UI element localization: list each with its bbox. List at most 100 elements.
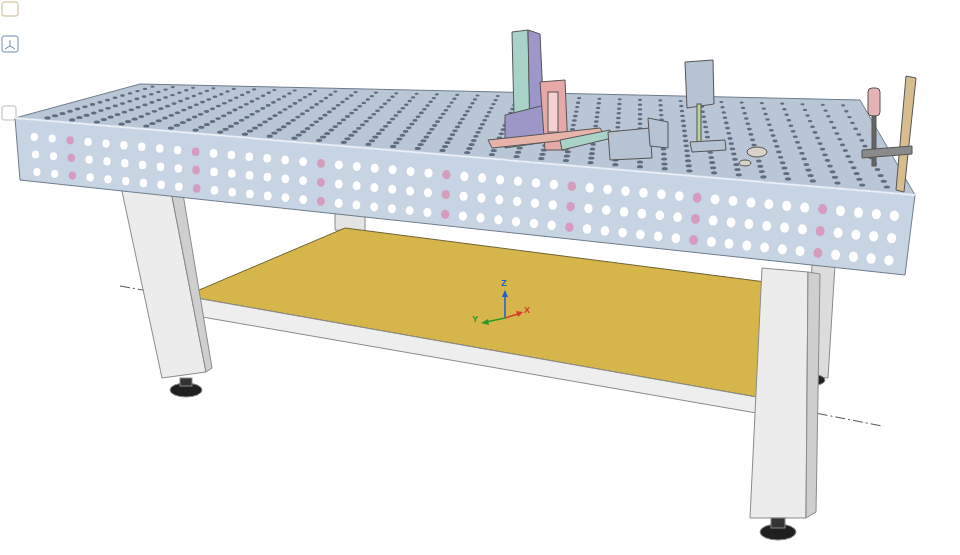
hole — [290, 119, 296, 122]
hole — [261, 95, 265, 97]
hole — [594, 120, 599, 123]
hole — [800, 103, 804, 105]
hole — [335, 160, 343, 169]
hole — [360, 123, 366, 126]
hole — [282, 193, 290, 202]
hole — [394, 92, 398, 94]
hole — [317, 159, 325, 168]
hole — [756, 160, 762, 163]
hole — [686, 169, 692, 172]
hole — [228, 188, 236, 197]
hole — [354, 91, 358, 93]
hole — [595, 111, 600, 113]
hole — [67, 110, 73, 113]
hole — [51, 170, 58, 178]
hole — [659, 109, 663, 111]
hole — [847, 116, 851, 118]
hole — [177, 92, 181, 94]
hole — [711, 171, 717, 174]
hole — [724, 122, 729, 125]
hole — [549, 200, 557, 210]
hole — [805, 114, 809, 116]
hole — [590, 148, 596, 151]
hole — [767, 124, 772, 127]
hole — [493, 99, 497, 101]
hole — [314, 120, 320, 123]
hole — [723, 117, 728, 119]
hole — [843, 149, 848, 152]
hole — [867, 253, 876, 263]
hole — [142, 95, 147, 98]
hole — [260, 107, 265, 110]
hole — [601, 226, 610, 236]
hole — [250, 100, 255, 103]
hole — [316, 139, 322, 142]
hole — [428, 101, 432, 103]
hole — [489, 153, 495, 156]
hole — [239, 119, 245, 122]
hole — [227, 112, 232, 115]
hole — [466, 147, 472, 150]
hole — [348, 134, 354, 137]
hole — [420, 139, 426, 142]
hole — [242, 133, 248, 136]
hole — [441, 113, 446, 116]
hole — [105, 107, 111, 110]
hole — [825, 159, 831, 162]
hole — [460, 118, 465, 121]
hole — [856, 133, 861, 136]
hole — [808, 120, 813, 122]
hole — [760, 102, 764, 104]
hole — [200, 101, 205, 104]
hole — [751, 144, 756, 147]
hole — [412, 119, 417, 122]
hole — [684, 149, 690, 152]
hole — [120, 141, 127, 149]
hole — [403, 130, 409, 133]
hole — [204, 123, 210, 126]
hole — [638, 122, 643, 125]
hole — [240, 94, 244, 96]
hole — [442, 170, 450, 179]
hole — [264, 173, 272, 182]
hole — [69, 172, 76, 180]
hole — [442, 145, 448, 148]
hole — [386, 121, 391, 124]
hole — [805, 168, 811, 171]
hole — [702, 116, 707, 118]
hole — [216, 105, 221, 108]
hole — [271, 101, 276, 104]
hole — [465, 110, 470, 113]
hole — [709, 216, 718, 226]
hole — [780, 223, 789, 233]
hole — [210, 149, 218, 158]
hole — [228, 125, 234, 128]
toolbar-icons — [2, 2, 18, 120]
hole — [801, 158, 807, 161]
hole — [272, 89, 276, 91]
hole — [163, 88, 167, 90]
hole — [638, 108, 642, 110]
hole — [158, 107, 163, 110]
hole — [854, 172, 860, 175]
hole — [491, 149, 497, 152]
hole — [423, 135, 429, 138]
hole — [662, 167, 668, 170]
hole — [477, 193, 485, 202]
hole — [314, 103, 319, 106]
hole — [798, 224, 807, 234]
hole — [617, 112, 622, 114]
hole — [875, 168, 881, 171]
hole — [174, 146, 182, 154]
hole — [143, 88, 147, 90]
axis-label: X — [524, 306, 530, 315]
hole — [473, 98, 477, 100]
hole — [210, 107, 215, 110]
hole — [98, 109, 104, 112]
hole — [335, 180, 343, 189]
hole — [722, 111, 726, 113]
hole — [422, 108, 427, 111]
hole — [169, 114, 175, 117]
hole — [787, 119, 792, 121]
hole — [584, 204, 592, 214]
